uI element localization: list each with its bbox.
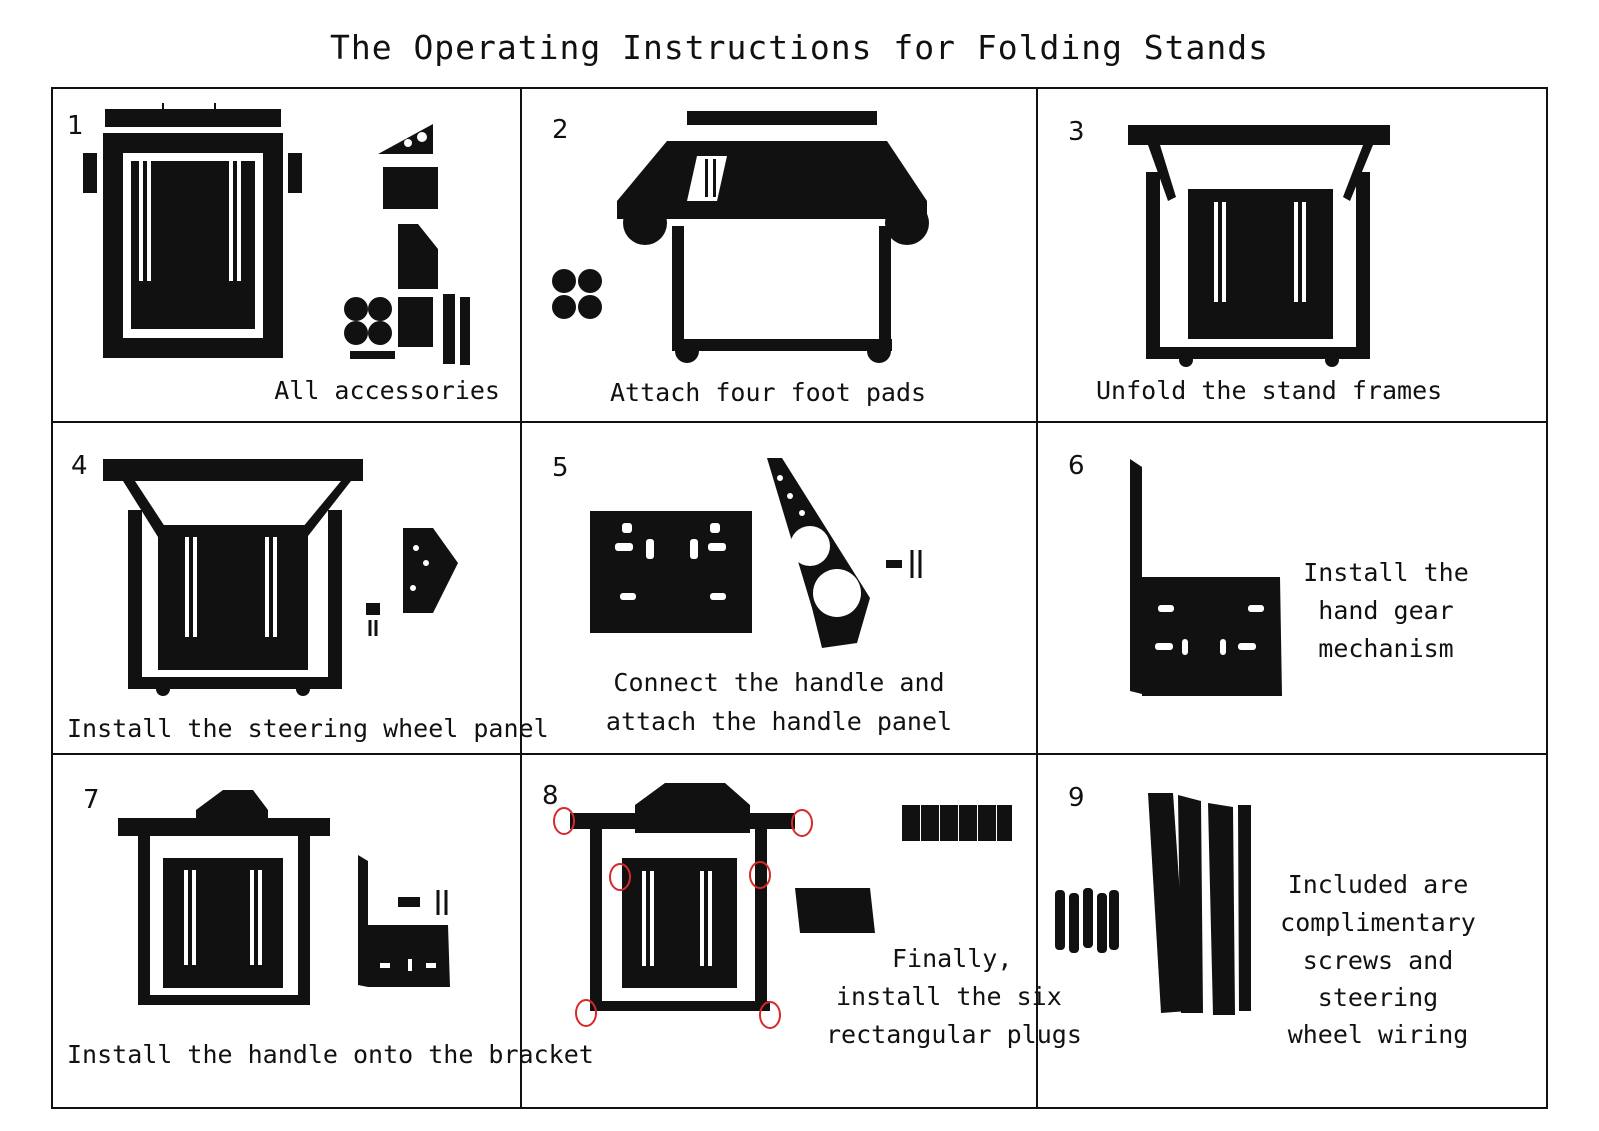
step-number: 4: [71, 451, 88, 481]
step-number: 8: [542, 781, 559, 811]
stand-with-handle-image: [118, 790, 330, 1005]
step-caption: mechanism: [1318, 634, 1454, 663]
step-6-panel: 6 Install the hand gear mechanism: [1038, 423, 1548, 753]
gear-mechanism-image: [1130, 459, 1282, 696]
folded-stand-image: [83, 103, 302, 358]
foot-pads-image: [552, 269, 602, 319]
step-number: 3: [1068, 117, 1085, 147]
step-caption: wheel wiring: [1287, 1020, 1469, 1049]
step-caption: Connect the handle and: [613, 668, 945, 697]
step-caption: All accessories: [274, 376, 500, 405]
step-caption: complimentary: [1280, 908, 1476, 937]
instructions-grid: 1 All accessories 2: [51, 87, 1548, 1109]
gear-mount-plate-image: [767, 458, 870, 648]
step-7-panel: 7 Install the handle onto the bracket: [53, 755, 594, 1109]
stand-with-foot-pads-image: [617, 111, 929, 363]
handle-panel-image: [590, 511, 752, 633]
rectangular-plugs-image: [902, 805, 1012, 841]
step-2-panel: 2 Attach four foot pads: [522, 89, 1036, 421]
step-caption: Install the: [1303, 558, 1469, 587]
step-number: 1: [67, 111, 84, 141]
wheel-wiring-straps-image: [1148, 793, 1251, 1015]
step-number: 2: [552, 115, 569, 145]
screws-image: [886, 550, 922, 578]
unfolded-stand-image: [103, 459, 363, 696]
step-number: 7: [83, 785, 100, 815]
step-5-panel: 5 Connect the handle and attach the hand…: [522, 423, 1036, 753]
step-caption: rectangular plugs: [826, 1020, 1082, 1049]
screws-image: [1055, 888, 1119, 953]
step-caption: Install the steering wheel panel: [67, 714, 549, 743]
step-number: 6: [1068, 451, 1085, 481]
step-caption: Install the handle onto the bracket: [67, 1040, 594, 1069]
page-title: The Operating Instructions for Folding S…: [329, 28, 1270, 67]
grid-divider: [1036, 89, 1038, 1107]
step-caption: attach the handle panel: [605, 707, 953, 736]
step-1-panel: 1 All accessories: [53, 89, 520, 421]
accessories-image: [344, 124, 470, 365]
step-number: 9: [1068, 783, 1085, 813]
step-4-panel: 4 Install the steering wheel panel: [53, 423, 549, 753]
step-number: 5: [552, 453, 569, 483]
step-8-panel: 8 Finally, install the six rectangular: [522, 755, 1082, 1109]
step-caption: Unfold the stand frames: [1096, 376, 1443, 405]
unfolded-stand-image: [1128, 125, 1390, 367]
plug-highlight-circles: [553, 807, 813, 1029]
step-caption: Attach four foot pads: [610, 378, 927, 407]
assembled-stand-image: [570, 783, 875, 1011]
step-3-panel: 3 Unfold the stand frames: [1038, 89, 1548, 421]
step-caption: install the six: [836, 982, 1062, 1011]
grid-divider: [53, 753, 1546, 755]
step-9-panel: 9 Included are complimentary screws and …: [1038, 755, 1548, 1109]
wheel-panel-image: [366, 528, 458, 636]
gear-mechanism-image: [358, 855, 450, 987]
step-caption: Finally,: [892, 944, 1013, 973]
grid-divider: [53, 421, 1546, 423]
step-caption: steering: [1317, 983, 1439, 1012]
step-caption: hand gear: [1318, 596, 1454, 625]
step-caption: screws and: [1302, 946, 1454, 975]
step-caption: Included are: [1287, 870, 1469, 899]
grid-divider: [520, 89, 522, 1107]
